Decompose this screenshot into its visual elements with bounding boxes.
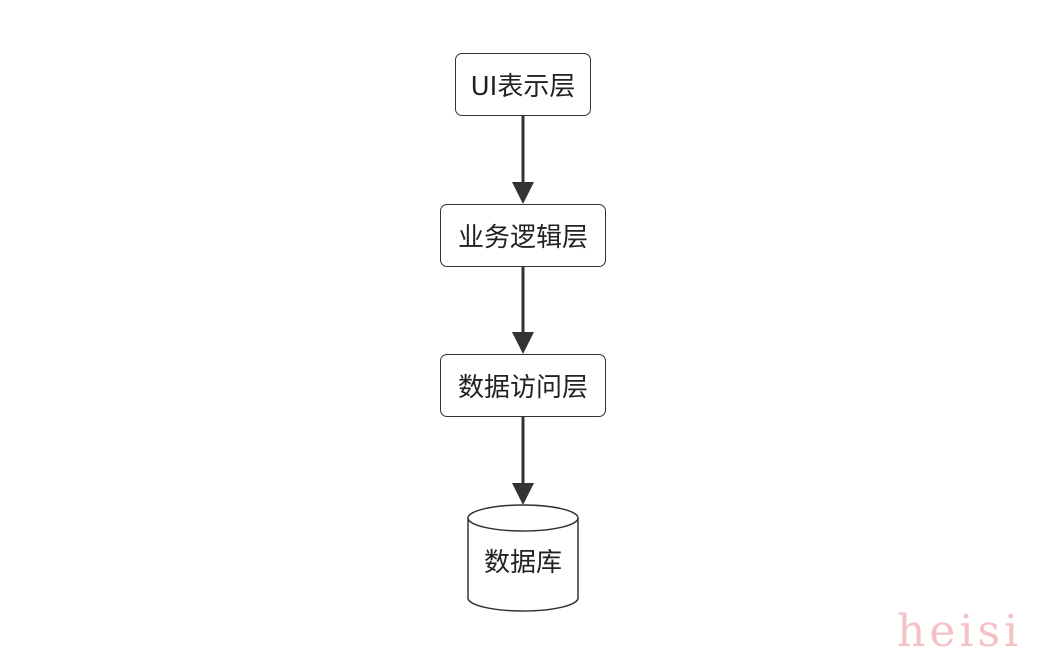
arrow-head-icon bbox=[512, 332, 534, 354]
node-business-logic-layer: 业务逻辑层 bbox=[440, 204, 606, 267]
edge-dal-to-db bbox=[512, 417, 534, 505]
edge-ui-to-biz bbox=[512, 116, 534, 204]
arrow-head-icon bbox=[512, 483, 534, 505]
edge-biz-to-dal bbox=[512, 267, 534, 354]
node-data-access-layer: 数据访问层 bbox=[440, 354, 606, 417]
node-ui-layer: UI表示层 bbox=[455, 53, 591, 116]
watermark-text: heisi bbox=[897, 606, 1023, 657]
arrow-head-icon bbox=[512, 182, 534, 204]
node-database-label: 数据库 bbox=[483, 547, 562, 578]
database-cylinder-icon bbox=[467, 504, 579, 612]
